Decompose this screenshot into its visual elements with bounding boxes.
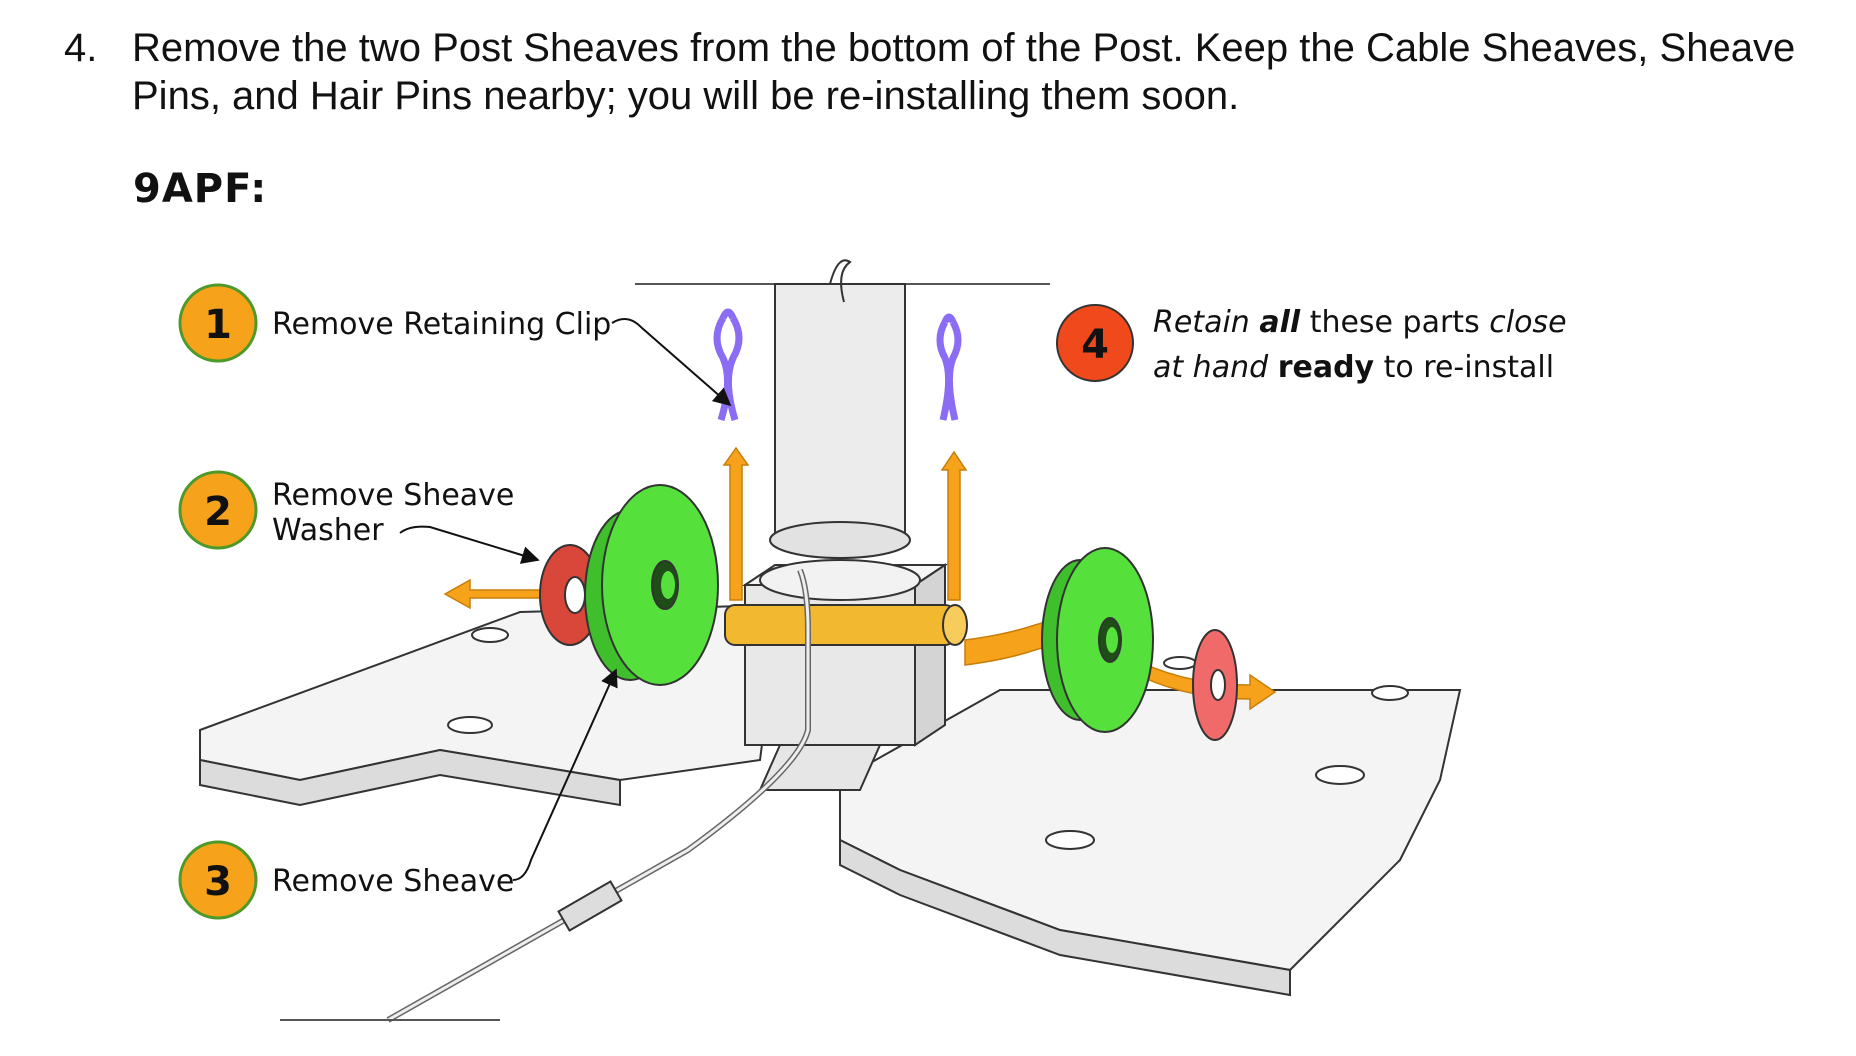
sheave-washer-right	[1192, 629, 1238, 741]
callout-4-number: 4	[1081, 322, 1109, 368]
callout-2-number: 2	[204, 489, 232, 535]
cable	[280, 568, 811, 1023]
step-text: Remove the two Post Sheaves from the bot…	[132, 26, 1796, 118]
callout-4-label-line1: Retain all these parts close	[1153, 305, 1567, 340]
base-plate-right	[839, 656, 1462, 997]
post	[635, 259, 1050, 601]
sheave-pin	[724, 604, 968, 646]
retaining-clip-right	[936, 313, 962, 421]
callout-3-badge	[178, 840, 258, 920]
assembly-diagram: 1 Remove Retaining Clip 2 Remove Sheave …	[178, 259, 1567, 1023]
callout-4-label-line2: at hand ready to re-install	[1153, 350, 1554, 385]
callout-2: 2 Remove Sheave Washer	[178, 470, 514, 550]
callout-4: 4 Retain all these parts close at hand r…	[1056, 304, 1567, 385]
sheave-right	[1041, 547, 1154, 733]
callout-2-label-line2: Washer	[272, 513, 384, 548]
callout-2-label-line1: Remove Sheave	[272, 478, 514, 513]
model-label: 9APF:	[133, 166, 268, 212]
step-number: 4.	[64, 26, 98, 70]
callout-1-number: 1	[204, 302, 232, 348]
callout-1-label: Remove Retaining Clip	[272, 307, 611, 342]
callout-3-label: Remove Sheave	[272, 864, 514, 899]
callout-4-badge	[1056, 304, 1134, 382]
callout-3: 3 Remove Sheave	[178, 840, 514, 920]
callout-3-number: 3	[204, 859, 232, 905]
leader-lines	[399, 318, 732, 881]
callout-1-badge	[178, 283, 258, 363]
callout-2-badge	[178, 470, 258, 550]
callout-1: 1 Remove Retaining Clip	[178, 283, 611, 363]
sheave-washer-left	[539, 544, 601, 646]
sheave-left	[584, 484, 719, 686]
